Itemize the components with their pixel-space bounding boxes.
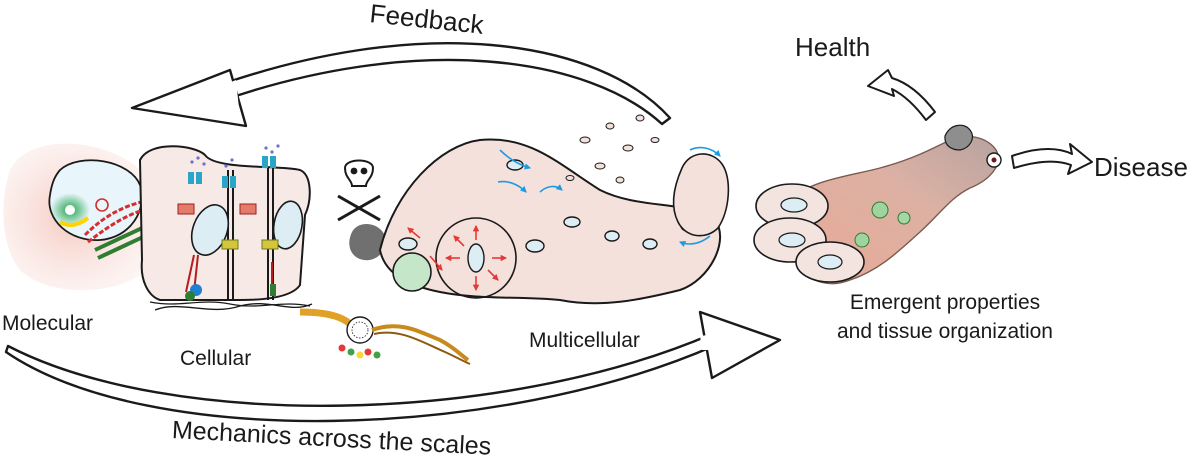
- tissue-vesicle: [871, 201, 889, 219]
- ligand-dots: [190, 144, 280, 168]
- molecular-label: Molecular: [2, 312, 94, 335]
- emergent-label-line2: and tissue organization: [837, 320, 1053, 343]
- focal-adhesions: [185, 254, 276, 301]
- tissue-outline: [378, 138, 721, 305]
- extracellular-matrix: [149, 301, 313, 311]
- disease-arrow: [1011, 143, 1093, 175]
- disease-label: Disease: [1094, 152, 1188, 182]
- cellular-label: Cellular: [180, 347, 252, 370]
- membrane-receptors: [188, 156, 276, 188]
- feedback-arrow: [130, 42, 672, 128]
- dead-cell: [349, 223, 386, 261]
- emergent-label-line1: Emergent properties: [849, 291, 1041, 314]
- adhesion-junctions: [177, 203, 279, 250]
- health-arrow: [867, 69, 936, 121]
- force-arrows: [407, 224, 508, 292]
- crossbones-icon: [337, 194, 381, 222]
- multicellular-label: Multicellular: [529, 329, 640, 352]
- emergent-label: Emergent properties and tissue organizat…: [790, 292, 1100, 342]
- migrating-cells: [672, 153, 730, 237]
- multicellular-illustration: [349, 114, 730, 305]
- cellular-illustration: [138, 144, 471, 365]
- cell-fragments: [565, 114, 660, 184]
- green-vesicle: [392, 252, 432, 292]
- health-label: Health: [795, 32, 871, 62]
- emergent-tissue-illustration: [753, 124, 1002, 285]
- cell-nuclei: [398, 159, 696, 273]
- molecular-illustration: [3, 143, 161, 291]
- skull-icon: [343, 159, 375, 187]
- mechanics-arrow: [4, 310, 782, 423]
- fiber-bundle: [299, 308, 471, 365]
